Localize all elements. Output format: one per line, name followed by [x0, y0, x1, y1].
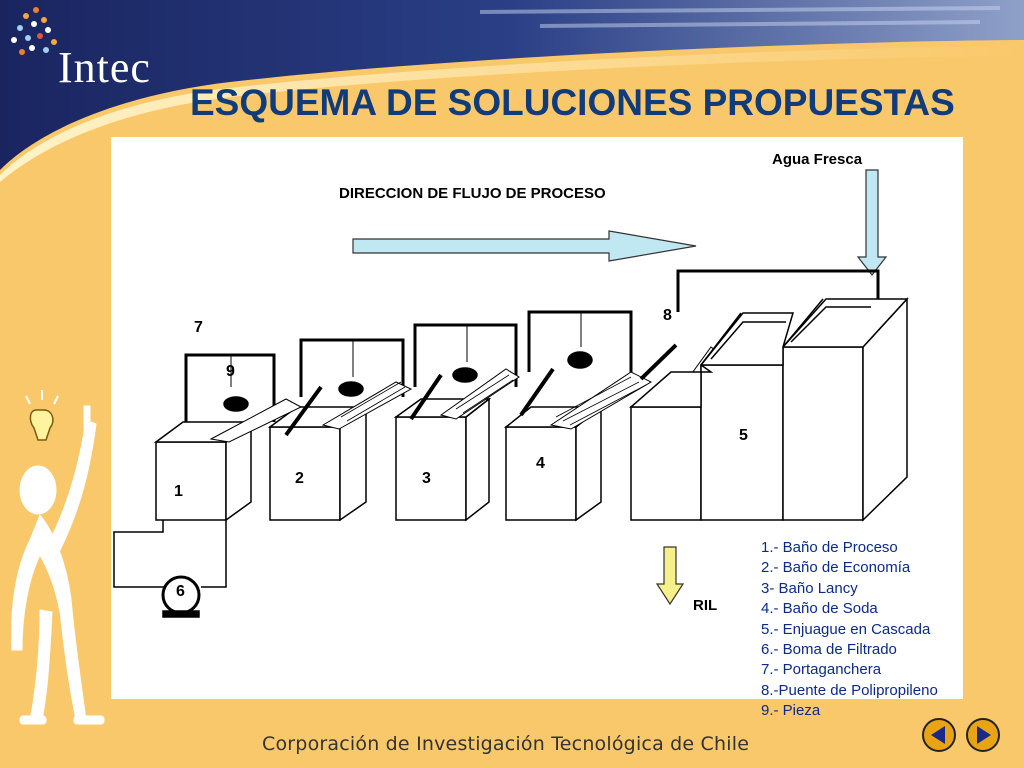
flow-direction-arrow [352, 230, 697, 262]
process-diagram [113, 169, 909, 618]
triangle-left-icon [931, 726, 945, 744]
carrier-frames [184, 310, 633, 422]
label-carrier-7: 7 [194, 319, 203, 336]
diagram-panel: DIRECCION DE FLUJO DE PROCESO Agua Fresc… [111, 137, 963, 699]
legend-item: 2.- Baño de Economía [761, 559, 911, 577]
piece-markers [223, 351, 593, 412]
filter-pump-icon [113, 520, 227, 618]
fresh-water-label: Agua Fresca [772, 151, 863, 168]
logo-mark-icon [11, 7, 57, 55]
label-piece-9: 9 [226, 363, 235, 380]
header-curve [0, 46, 1024, 182]
next-slide-button[interactable] [966, 718, 1000, 752]
label-tank-1: 1 [174, 483, 183, 500]
tank-4 [503, 405, 604, 522]
legend-item: 6.- Boma de Filtrado [761, 641, 897, 659]
ramp-edges [284, 343, 678, 437]
intec-logo-text: Intec [58, 43, 151, 92]
legend-item: 4.- Baño de Soda [761, 600, 878, 618]
legend-item: 9.- Pieza [761, 702, 821, 720]
label-tank-4: 4 [536, 455, 545, 472]
carrier-inner-lines [230, 312, 582, 387]
legend-item: 1.- Baño de Proceso [761, 539, 898, 556]
slide-title: ESQUEMA DE SOLUCIONES PROPUESTAS [190, 82, 955, 123]
legend-item: 7.- Portaganchera [761, 661, 882, 679]
legend-item: 5.- Enjuague en Cascada [761, 620, 931, 638]
previous-slide-button[interactable] [922, 718, 956, 752]
label-tank-2: 2 [295, 470, 304, 487]
streak-lines [479, 6, 1001, 28]
fresh-water-arrow [856, 169, 888, 276]
cascade-rinse-tanks [629, 297, 909, 522]
ril-arrow [655, 546, 685, 606]
label-tank-3: 3 [422, 470, 431, 487]
footer-organization: Corporación de Investigación Tecnológica… [262, 733, 750, 755]
flow-direction-label: DIRECCION DE FLUJO DE PROCESO [339, 185, 606, 202]
lightbulb-icon [25, 390, 59, 441]
label-tank-5: 5 [739, 427, 748, 444]
ril-label: RIL [693, 597, 718, 614]
tank-1 [153, 420, 254, 522]
triangle-right-icon [977, 726, 991, 744]
tank-2 [267, 405, 369, 522]
label-pump-6: 6 [176, 583, 185, 600]
legend-item: 8.-Puente de Polipropileno [761, 681, 938, 699]
cartoon-figure-icon [11, 405, 105, 725]
legend-item: 3- Baño Lancy [761, 579, 858, 597]
ramp-hatching [340, 374, 647, 426]
label-bridge-8: 8 [663, 307, 672, 324]
legend: 1.- Baño de Proceso 2.- Baño de Economía… [761, 538, 938, 722]
header-band [0, 0, 1024, 170]
